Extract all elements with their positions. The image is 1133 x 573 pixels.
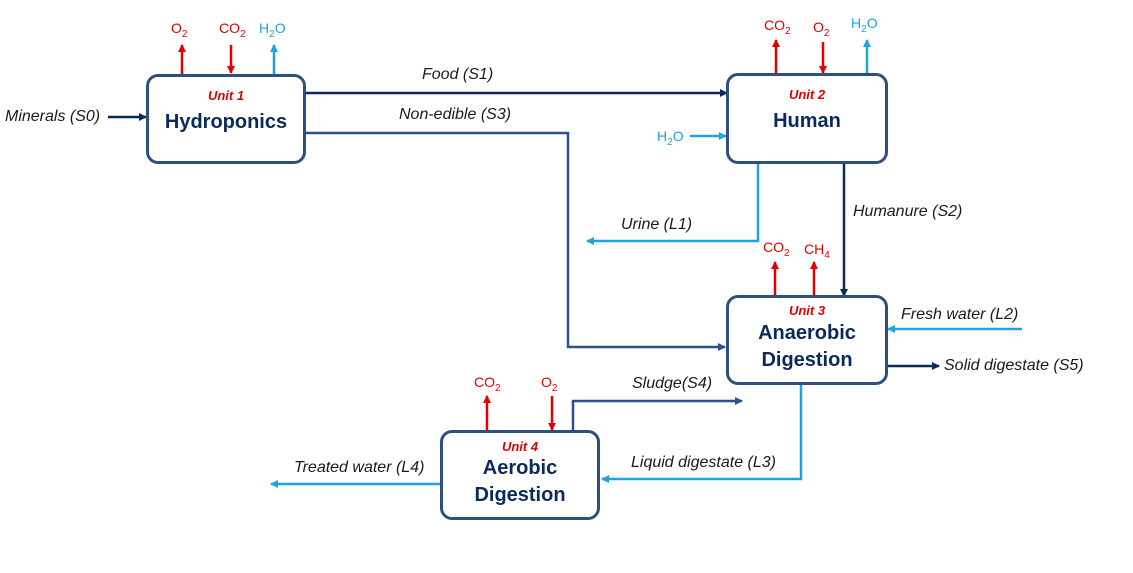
unit1-o2-sub: 2 (181, 28, 188, 40)
unit-2-name: Human (773, 110, 841, 132)
unit2-o2-sub: 2 (823, 27, 830, 39)
unit1-co2-label: CO2 (219, 20, 246, 40)
unit4-co2-label: CO2 (474, 374, 501, 394)
unit-3-name-line2: Digestion (761, 349, 853, 371)
unit1-h2o-label: H2O (259, 20, 286, 40)
unit2-h2o-base: H (851, 15, 862, 31)
unit2-o2-base: O (813, 19, 824, 35)
treated-water-label: Treated water (L4) (294, 459, 425, 476)
unit2-co2-base: CO (764, 17, 785, 33)
non-edible-arrow (306, 131, 726, 351)
unit4-co2-sub: 2 (495, 382, 501, 394)
unit-2-label: Unit 2 (788, 87, 826, 102)
unit-3-label: Unit 3 (788, 303, 826, 318)
unit-4-name-line2: Digestion (474, 484, 566, 506)
human-water-input-base: H (657, 128, 668, 144)
sludge-label: Sludge(S4) (632, 375, 713, 392)
human-water-input-sub: 2 (667, 136, 673, 148)
unit3-co2-base: CO (763, 239, 784, 255)
sludge-arrow (571, 397, 743, 431)
unit2-o2-label: O2 (813, 19, 829, 39)
unit1-co2-sub: 2 (240, 28, 246, 40)
unit-3-name-line1: Anaerobic (758, 322, 856, 344)
unit-human: Unit 2 Human (726, 73, 888, 164)
unit1-h2o-tail: O (274, 20, 286, 36)
human-water-input-tail: O (672, 128, 684, 144)
unit3-co2-sub: 2 (784, 247, 790, 259)
unit-4-name-line1: Aerobic (482, 457, 558, 479)
liquid-digestate-arrow (601, 385, 803, 483)
unit2-h2o-label: H2O (851, 15, 878, 35)
unit-4-label: Unit 4 (501, 439, 539, 454)
unit2-co2-label: CO2 (764, 17, 791, 37)
unit3-ch4-base: CH (804, 241, 825, 257)
non-edible-label: Non-edible (S3) (399, 106, 512, 123)
unit-hydroponics: Unit 1 Hydroponics (146, 74, 306, 164)
humanure-label: Humanure (S2) (853, 203, 963, 220)
solid-digestate-label: Solid digestate (S5) (944, 357, 1084, 374)
unit2-h2o-sub: 2 (861, 23, 867, 35)
urine-arrow (586, 164, 760, 245)
unit-anaerobic-digestion: Unit 3 Anaerobic Digestion (726, 295, 888, 385)
unit4-o2-base: O (541, 374, 552, 390)
unit1-co2-base: CO (219, 20, 240, 36)
human-water-input-label: H2O (657, 128, 684, 148)
food-label: Food (S1) (422, 66, 494, 83)
unit3-ch4-sub: 4 (824, 249, 830, 261)
unit3-ch4-label: CH4 (804, 241, 830, 261)
unit2-h2o-tail: O (866, 15, 878, 31)
unit4-o2-sub: 2 (551, 382, 558, 394)
liquid-digestate-label: Liquid digestate (L3) (631, 454, 776, 471)
unit-aerobic-digestion: Unit 4 Aerobic Digestion (440, 430, 600, 520)
minerals-label: Minerals (S0) (5, 108, 101, 125)
unit-1-label: Unit 1 (207, 88, 245, 103)
unit4-o2-label: O2 (541, 374, 557, 394)
unit1-h2o-sub: 2 (269, 28, 275, 40)
unit2-co2-sub: 2 (785, 25, 791, 37)
fresh-water-label: Fresh water (L2) (901, 306, 1019, 323)
unit-1-name: Hydroponics (164, 111, 288, 133)
unit1-o2-label: O2 (171, 20, 187, 40)
unit1-o2-base: O (171, 20, 182, 36)
unit3-co2-label: CO2 (763, 239, 790, 259)
unit4-co2-base: CO (474, 374, 495, 390)
urine-label: Urine (L1) (621, 216, 693, 233)
unit1-h2o-base: H (259, 20, 270, 36)
